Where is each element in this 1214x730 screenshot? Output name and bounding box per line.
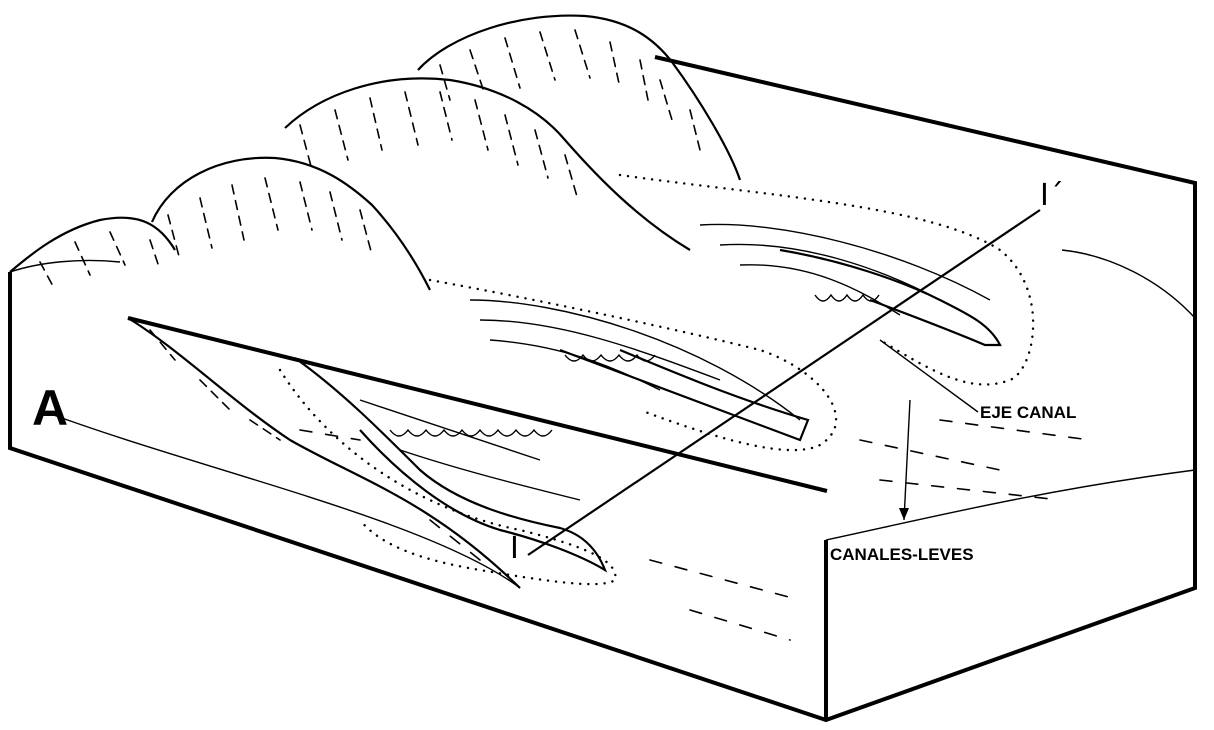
ridge-front-left (10, 218, 175, 290)
section-line (128, 210, 1040, 555)
ridge-front (152, 158, 430, 290)
ridge-middle (285, 78, 690, 250)
channel-axis-label: EJE CANAL (980, 403, 1076, 422)
channel-middle (470, 300, 808, 440)
block-outline (10, 57, 1195, 720)
leader-lines (880, 340, 978, 520)
section-start-label: I (510, 531, 519, 566)
channel-levees-label: CANALES-LEVES (830, 545, 974, 564)
levee-outlines (280, 175, 1033, 584)
section-end-label: I´ (1040, 178, 1064, 213)
front-face-profile (128, 318, 520, 588)
panel-label: A (32, 380, 68, 436)
channel-back (700, 224, 1000, 345)
